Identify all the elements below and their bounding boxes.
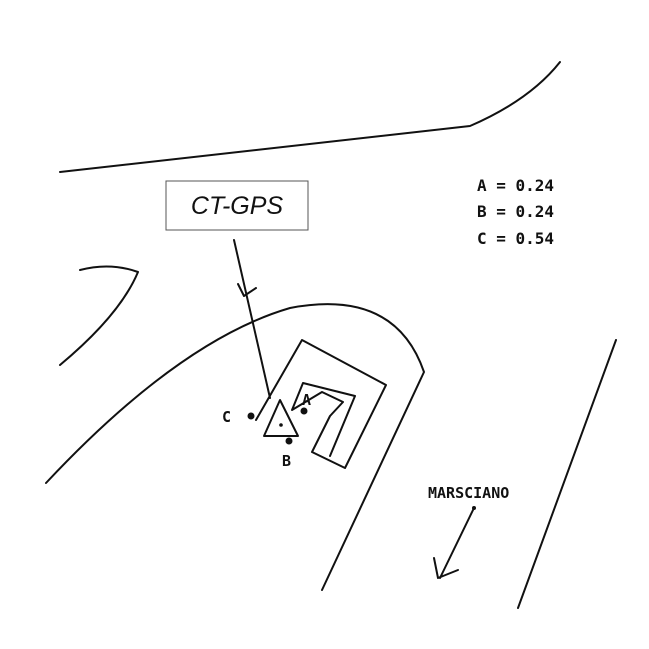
point-c-marker	[247, 412, 255, 420]
point-b-marker	[285, 437, 293, 445]
ct-gps-label: CT-GPS	[191, 192, 283, 220]
legend-line-c: C = 0.54	[477, 229, 554, 248]
right-road-line	[517, 339, 617, 609]
point-c-label: C	[222, 408, 231, 426]
spiral-building-outline	[255, 339, 387, 469]
ct-gps-callout: CT-GPS	[165, 180, 309, 231]
legend-line-a: A = 0.24	[477, 176, 554, 195]
ct-gps-box	[165, 180, 309, 231]
legend: A = 0.24 B = 0.24 C = 0.54	[477, 176, 554, 248]
arc-road-line	[45, 303, 425, 591]
point-a-label: A	[302, 391, 311, 409]
point-a-marker	[300, 407, 308, 415]
town-label: MARSCIANO	[428, 484, 509, 502]
town-direction-arrowhead	[433, 557, 459, 579]
station-triangle	[263, 399, 299, 437]
station-center-dot	[279, 423, 283, 427]
callout-pointer-line	[233, 239, 271, 399]
callout-pointer-arrowhead	[237, 283, 257, 297]
left-hook-road-line	[59, 265, 139, 366]
point-b-label: B	[282, 452, 291, 470]
legend-line-b: B = 0.24	[477, 202, 554, 221]
town-direction-arrow	[439, 507, 475, 579]
upper-road-line	[59, 61, 561, 173]
